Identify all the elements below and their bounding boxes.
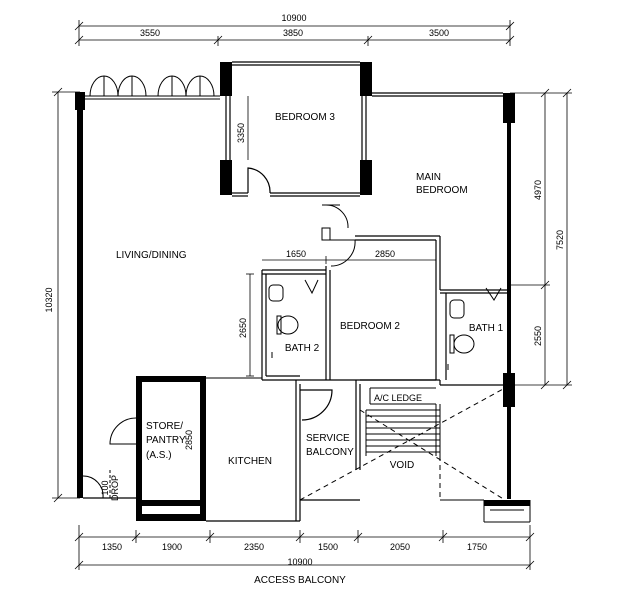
bedroom2-width-dim: 2850 [375,249,395,259]
left-overall-dim: 10320 [44,287,54,312]
kitchen-label: KITCHEN [228,456,272,467]
right-lower-dim: 2550 [533,326,543,346]
ac-ledge-walls [369,387,436,405]
bedroom3-label: BEDROOM 3 [275,112,335,123]
bath1-fixtures [447,287,502,370]
living-window [83,75,220,100]
service-balcony-walls [300,380,361,501]
bottom-dim-3: 2350 [244,542,264,552]
store-walls [136,376,206,521]
kitchen-walls [83,380,301,522]
drop-marker [82,470,111,499]
void-label: VOID [390,460,414,471]
right-dimensions [510,88,572,390]
top-dim-2: 3850 [283,28,303,38]
bath2-depth-dim: 2650 [238,318,248,338]
top-dimensions [74,20,515,46]
bedroom2-label: BEDROOM 2 [340,321,400,332]
bedroom2-walls [261,235,507,386]
bath2-width-dim: 1650 [286,249,306,259]
ac-ledge-label: A/C LEDGE [374,393,422,403]
service-balcony-label-1: SERVICE [306,433,350,444]
living-dining-label: LIVING/DINING [116,250,187,261]
corridor-doors [321,204,356,267]
bottom-dim-1: 1350 [102,542,122,552]
bath2-label: BATH 2 [285,343,320,354]
bedroom3-depth-text: 3350 [236,123,246,143]
right-upper-dim: 4970 [533,180,543,200]
main-bedroom-walls [372,92,503,97]
store-depth-dim: 2850 [184,430,194,450]
bottom-overall-dim: 10900 [287,557,312,567]
store-label-3: (A.S.) [146,450,172,461]
left-dimension [52,87,80,503]
service-balcony-label-2: BALCONY [306,447,354,458]
bottom-dim-4: 1500 [318,542,338,552]
bedroom2-dims [246,256,436,377]
store-label-2: PANTRY [146,435,186,446]
top-overall-dim: 10900 [281,13,306,23]
bedroom3-walls [225,61,367,197]
access-balcony-label: ACCESS BALCONY [254,575,346,586]
exterior-walls [75,62,530,506]
top-dim-3: 3500 [429,28,449,38]
drop-label-2: DROP [110,475,120,501]
store-door [109,377,262,445]
bottom-dim-5: 2050 [390,542,410,552]
bath2-fixtures [268,279,319,358]
bottom-dim-2: 1900 [162,542,182,552]
main-bedroom-label-2: BEDROOM [416,185,468,196]
bath1-label: BATH 1 [469,323,504,334]
drop-label-1: 100 [100,480,110,495]
top-dim-1: 3550 [140,28,160,38]
store-label-1: STORE/ [146,421,183,432]
right-overall-dim: 7520 [555,230,565,250]
bottom-dim-6: 1750 [467,542,487,552]
void-area [299,387,531,523]
bottom-dimensions [74,525,535,570]
main-bedroom-label-1: MAIN [416,172,441,183]
